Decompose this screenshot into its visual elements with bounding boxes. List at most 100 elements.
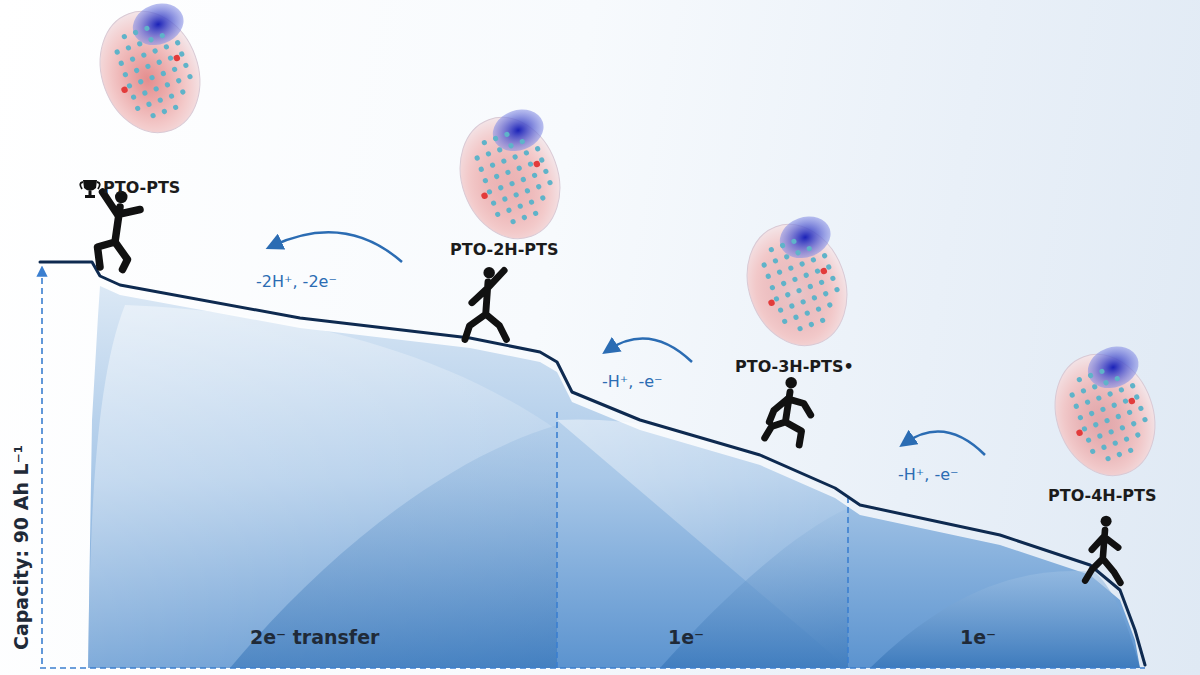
atom-dot: [1104, 417, 1111, 424]
redox-arrow: [608, 338, 692, 362]
atom-dot: [547, 179, 554, 186]
atom-dot: [519, 138, 526, 145]
atom-dot: [784, 291, 791, 298]
atom-dot: [1097, 433, 1104, 440]
atom-dot: [1077, 414, 1084, 421]
atom-dot: [819, 317, 826, 324]
atom-dot: [506, 207, 513, 214]
redox-arrow: [272, 232, 402, 262]
species-label: PTO-3H-PTS•: [735, 357, 854, 376]
molecule-sulfonate: [1082, 340, 1145, 395]
atom-dot: [120, 86, 128, 94]
atom-dot: [174, 39, 181, 46]
atom-dot: [481, 139, 488, 146]
atom-dot: [521, 214, 528, 221]
atom-dot: [1076, 376, 1083, 383]
atom-dot: [150, 112, 157, 119]
atom-dot: [1111, 402, 1118, 409]
atom-dot: [478, 166, 485, 173]
species-label: PTO-2H-PTS: [450, 240, 559, 259]
atom-dot: [132, 29, 139, 36]
atom-dot: [168, 93, 175, 100]
atom-dot: [822, 290, 829, 297]
atom-dot: [1100, 406, 1107, 413]
atom-dot: [527, 161, 534, 168]
atom-dot: [532, 210, 539, 217]
atom-dot: [1126, 409, 1133, 416]
atom-dot: [118, 60, 125, 67]
atom-dot: [114, 49, 121, 56]
capacity-fill: [557, 419, 848, 668]
atom-dot: [1115, 413, 1122, 420]
molecule-map: [444, 103, 579, 253]
atom-dot: [130, 94, 137, 101]
figure-body: [98, 192, 141, 270]
atom-dot: [800, 299, 807, 306]
stick-figure: [1085, 516, 1120, 583]
atom-dot: [799, 261, 806, 268]
atom-dot: [141, 52, 148, 59]
atom-dot: [796, 287, 803, 294]
atom-dot: [767, 299, 775, 307]
atom-dot: [1134, 432, 1141, 439]
capacity-fill: [88, 286, 1140, 668]
atom-dot: [134, 105, 141, 112]
atom-dot: [1129, 382, 1136, 389]
atom-dot: [820, 267, 828, 275]
guide-lines: [40, 270, 1145, 668]
atom-dot: [502, 196, 509, 203]
atom-dot: [160, 70, 167, 77]
atom-dot: [136, 40, 143, 47]
atom-dot: [531, 172, 538, 179]
atom-dot: [490, 200, 497, 207]
atom-dot: [485, 151, 492, 158]
atom-dot: [834, 286, 841, 293]
atom-dot: [1118, 387, 1125, 394]
atom-dot: [517, 203, 524, 210]
atom-dot: [142, 90, 149, 97]
atom-dot: [167, 55, 174, 62]
stage-label: 2e⁻ transfer: [250, 626, 379, 649]
atom-dot: [539, 195, 546, 202]
atom-dot: [510, 218, 517, 225]
discharge-curve: [40, 262, 1145, 665]
step-label: -2H⁺, -2e⁻: [256, 272, 337, 291]
baseline: [40, 667, 1145, 669]
molecule-surface: [1039, 340, 1172, 489]
atom-dot: [1138, 405, 1145, 412]
atom-dot: [543, 168, 550, 175]
atom-dot: [815, 306, 822, 313]
atom-dot: [172, 104, 179, 111]
atom-dot: [152, 48, 159, 55]
redox-arrows: [272, 232, 985, 455]
atom-dot: [148, 36, 155, 43]
atom-dot: [761, 262, 768, 269]
figure-body: [465, 271, 506, 340]
atom-dot: [501, 158, 508, 165]
atom-dot: [1119, 424, 1126, 431]
atom-dot: [159, 32, 166, 39]
atom-dot: [1101, 444, 1108, 451]
atom-dot: [830, 275, 837, 282]
figure-head: [785, 377, 797, 389]
atom-dot: [776, 269, 783, 276]
atom-dot: [780, 280, 787, 287]
atom-dot: [765, 273, 772, 280]
atom-dot: [1112, 440, 1119, 447]
capacity-fill: [870, 571, 1140, 668]
stick-figure: [98, 191, 141, 270]
atom-dot: [144, 25, 151, 32]
atom-dot: [1088, 410, 1095, 417]
atom-dot: [175, 77, 182, 84]
atom-dot: [516, 165, 523, 172]
atom-dot: [806, 245, 813, 252]
atom-dot: [505, 169, 512, 176]
atom-dot: [129, 56, 136, 63]
atom-dot: [1089, 448, 1096, 455]
species-label: PTO-4H-PTS: [1048, 486, 1157, 505]
atom-dot: [791, 238, 798, 245]
atom-dot: [1105, 455, 1112, 462]
figure-head: [483, 267, 495, 279]
atom-dot: [795, 249, 802, 256]
atom-dot: [173, 54, 181, 62]
